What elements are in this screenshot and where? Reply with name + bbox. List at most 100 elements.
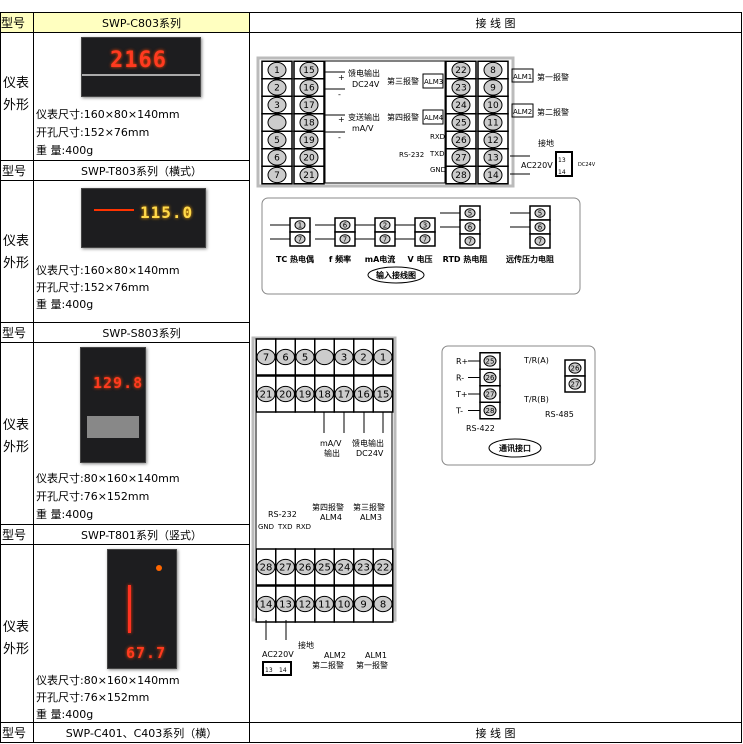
terminal-screw: [451, 114, 471, 131]
comm-caption: 通讯接口: [499, 443, 531, 453]
terminal-number: 17: [338, 390, 351, 401]
svg-text:+: +: [338, 73, 345, 82]
meter-display: 129.8: [93, 374, 144, 392]
terminal-screw: [483, 96, 503, 114]
terminal-number: 24: [338, 563, 351, 574]
terminal-screw: [294, 234, 306, 244]
terminal-screw: [267, 61, 287, 79]
svg-text:第三报警: 第三报警: [353, 502, 385, 512]
terminal-number: 23: [455, 84, 466, 94]
svg-text:ALM3: ALM3: [360, 513, 382, 522]
svg-text:RS-232: RS-232: [268, 510, 297, 519]
model-name-header: SWP-C803系列: [33, 12, 250, 33]
svg-text:T/R(B): T/R(B): [523, 395, 549, 404]
terminal-screw: [299, 79, 319, 96]
terminal-screw: [483, 166, 503, 184]
svg-text:ALM4: ALM4: [320, 513, 342, 522]
terminal-screw: [373, 385, 393, 403]
inner-panel: [324, 60, 446, 184]
product-cell-c803: 2166 仪表尺寸:160×80×140mm 开孔尺寸:152×76mm 重 量…: [33, 32, 250, 161]
terminal-screw: [419, 220, 431, 230]
terminal-number: 15: [377, 390, 390, 401]
terminal-screw: [267, 96, 287, 114]
terminal-screw: [464, 236, 476, 246]
terminal-number: 25: [318, 563, 331, 574]
terminal-number: 3: [423, 221, 427, 229]
terminal-screw: [451, 96, 471, 114]
terminal-screw: [379, 234, 391, 244]
svg-text:第二报警: 第二报警: [312, 660, 344, 670]
svg-text:13: 13: [558, 157, 566, 164]
appearance-label: 仪表外形: [3, 76, 30, 113]
terminal-screw: [483, 404, 497, 417]
svg-text:TXD: TXD: [277, 523, 292, 531]
terminal-number: 12: [299, 600, 312, 611]
input-caption: 输入接线图: [376, 270, 416, 280]
svg-text:第一报警: 第一报警: [356, 660, 388, 670]
terminal-number: 8: [380, 600, 386, 611]
terminal-screw: [379, 220, 391, 230]
cutout-size: 开孔尺寸:152×76mm: [36, 126, 150, 139]
product-cell-s803: 129.8 仪表尺寸:80×160×140mm 开孔尺寸:76×152mm 重 …: [33, 342, 250, 525]
terminal-number: 14: [260, 600, 273, 611]
terminal-screw: [267, 131, 287, 149]
svg-text:GND: GND: [430, 166, 446, 174]
cutout-size: 开孔尺寸:76×152mm: [36, 691, 150, 704]
terminal-screw: [483, 114, 503, 131]
terminal-screw: [451, 131, 471, 149]
terminal-number: 27: [486, 390, 495, 398]
cutout-size: 开孔尺寸:152×76mm: [36, 281, 150, 294]
terminal-number: 5: [538, 209, 542, 217]
feed-output-label: 馈电输出: [348, 68, 380, 78]
meter-photo: 67.7: [107, 549, 177, 669]
weight: 重 量:400g: [36, 508, 94, 521]
terminal-screw: [534, 208, 546, 218]
terminal-number: 19: [299, 390, 312, 401]
terminal-screw: [339, 220, 351, 230]
meter-photo: 2166: [81, 37, 201, 97]
svg-text:-: -: [338, 133, 341, 142]
terminal-number: 2: [383, 221, 387, 229]
ma-v-label: mA/V: [352, 124, 374, 133]
rs422-signal-label: T+: [455, 390, 468, 399]
meter-display: 67.7: [126, 644, 167, 662]
terminal-screw: [267, 79, 287, 96]
horizontal-labels: +- +- 馈电输出 DC24V 变送输出 mA/V 第三报警 ALM3 第四报…: [325, 68, 596, 177]
terminal-number: 25: [486, 357, 495, 365]
rs422-signal-label: R-: [456, 374, 464, 383]
svg-text:RS-422: RS-422: [466, 424, 495, 433]
alarm3-label: 第三报警: [387, 76, 419, 86]
model-name-t801: SWP-T801系列（竖式）: [33, 524, 250, 545]
meter-photo: 129.8: [80, 347, 146, 463]
svg-text:AC220V: AC220V: [262, 650, 294, 659]
terminal-number: 11: [487, 119, 498, 129]
svg-text:ALM1: ALM1: [513, 73, 532, 81]
terminal-number: 16: [357, 390, 370, 401]
alarm1-label: 第一报警: [537, 72, 569, 82]
terminal-number: 22: [455, 66, 466, 76]
svg-text:第四报警: 第四报警: [312, 502, 344, 512]
terminal-number: 1: [380, 353, 386, 364]
terminal-number: 7: [423, 235, 427, 243]
terminal-screw: [451, 79, 471, 96]
terminal-number: 13: [279, 600, 292, 611]
product-cell-t803: 115.0 仪表尺寸:160×80×140mm 开孔尺寸:152×76mm 重 …: [33, 180, 250, 323]
terminal-number: 6: [468, 223, 473, 231]
wiring-header-bottom: 接 线 图: [249, 722, 742, 743]
meter-display: 2166: [110, 48, 167, 73]
terminal-number: 7: [468, 237, 472, 245]
ground-label: 接地: [538, 138, 554, 148]
cutout-size: 开孔尺寸:76×152mm: [36, 490, 150, 503]
terminal-screw: [483, 61, 503, 79]
terminal-screw: [464, 222, 476, 232]
terminal-number: 15: [303, 66, 314, 76]
meter-size: 仪表尺寸:80×160×140mm: [36, 674, 180, 687]
terminal-number: 21: [260, 390, 273, 401]
terminal-number: 20: [279, 390, 292, 401]
svg-text:RS-485: RS-485: [545, 410, 574, 419]
dc24v-label: DC24V: [352, 80, 380, 89]
weight: 重 量:400g: [36, 298, 94, 311]
terminal-number: 1: [274, 66, 280, 76]
terminal-number: 3: [274, 101, 280, 111]
